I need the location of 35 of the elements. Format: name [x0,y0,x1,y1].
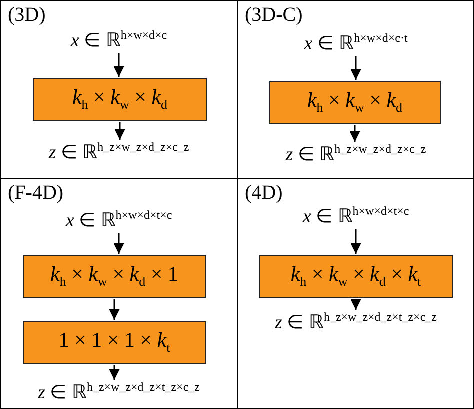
panel-label: (4D) [245,182,283,205]
arrow [109,299,120,320]
tensor-expression: x ∈ ℝ$^{h×w×d×t×c}$ [302,205,410,228]
tensor-expression: z ∈ ℝ$^{h_z×w_z×d_z×t_z×c_z}$ [38,381,200,404]
arrow [109,365,120,380]
kernel-label: k$_{h}$ × k$_{w}$ × k$_{d}$ [72,85,168,114]
panel [237,0,474,179]
panel [0,178,238,409]
panel-label: (F-4D) [8,182,64,205]
tensor-expression: x ∈ ℝ$^{h×w×d×t×c}$ [66,209,172,232]
arrow [350,125,360,142]
tensor-expression: z ∈ ℝ$^{h_z×w_z×d_z×c_z}$ [48,141,190,164]
arrow [350,299,362,310]
panel-label: (3D) [8,4,46,27]
tensor-expression: z ∈ ℝ$^{h_z×w_z×d_z×t_z×c_z}$ [275,311,437,334]
tensor-expression: z ∈ ℝ$^{h_z×w_z×d_z×c_z}$ [286,143,426,166]
kernel-label: k$_{h}$ × k$_{w}$ × k$_{d}$ × k$_{t}$ [290,262,422,291]
kernel-box [259,255,453,298]
arrow [114,233,124,254]
tensor-expression: x ∈ ℝ$^{h×w×d×c}$ [70,29,168,52]
panel-label: (3D-C) [245,4,303,27]
tensor-expression: x ∈ ℝ$^{h×w×d×c·t}$ [304,32,408,56]
arrow [350,229,362,254]
panel [237,178,474,409]
kernel-label: k$_{h}$ × k$_{w}$ × k$_{d}$ [307,88,403,117]
arrow [114,53,124,77]
kernel-box [23,321,206,364]
arrow [350,56,362,80]
kernel-box [23,255,206,298]
kernel-label: k$_{h}$ × k$_{w}$ × k$_{d}$ × 1 [50,262,178,291]
kernel-box [33,78,207,121]
panel [0,0,238,179]
kernel-box [269,81,441,124]
kernel-label: 1 × 1 × 1 × k$_{t}$ [58,328,170,357]
arrow [114,122,126,140]
